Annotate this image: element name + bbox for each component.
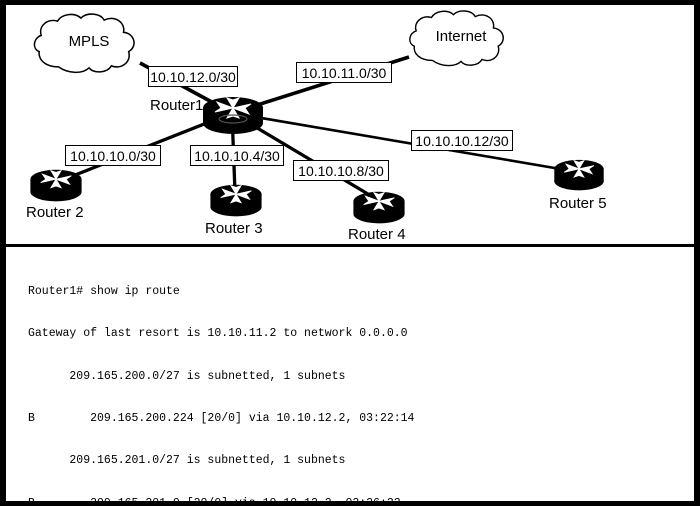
router5-icon[interactable] (551, 158, 607, 193)
cli-line-4: 209.165.201.0/27 is subnetted, 1 subnets (28, 454, 346, 468)
subnet-label-10-10-11-0-30: 10.10.11.0/30 (296, 62, 392, 83)
subnet-label-10-10-10-12-30: 10.10.10.12/30 (411, 130, 513, 151)
link-router1-router5 (231, 111, 579, 174)
cli-routing-table-output: Router1# show ip route Gateway of last r… (6, 247, 694, 501)
router5-label: Router 5 (549, 195, 607, 212)
cli-line-1: Gateway of last resort is 10.10.11.2 to … (28, 327, 408, 341)
cli-line-0: Router1# show ip route (28, 285, 180, 299)
router4-label: Router 4 (348, 226, 406, 243)
frame-border-top (0, 0, 700, 5)
router3-icon[interactable] (207, 183, 265, 219)
subnet-label-10-10-10-8-30: 10.10.10.8/30 (293, 160, 389, 181)
router4-icon[interactable] (350, 190, 408, 226)
mpls-cloud-label: MPLS (68, 33, 110, 50)
section-divider (6, 244, 694, 247)
router1-icon[interactable] (199, 95, 267, 137)
router3-label: Router 3 (205, 220, 263, 237)
frame-border-left (0, 0, 6, 506)
cli-line-3: B 209.165.200.224 [20/0] via 10.10.12.2,… (28, 412, 415, 426)
subnet-label-10-10-10-0-30: 10.10.10.0/30 (65, 145, 161, 166)
frame-border-right (694, 0, 700, 506)
frame-border-bottom (0, 501, 700, 506)
cli-line-5: B 209.165.201.0 [20/0] via 10.10.12.2, 0… (28, 497, 694, 501)
subnet-label-10-10-10-4-30: 10.10.10.4/30 (190, 145, 284, 166)
router2-icon[interactable] (27, 168, 85, 204)
cli-line-2: 209.165.200.0/27 is subnetted, 1 subnets (28, 369, 346, 383)
router2-label: Router 2 (26, 204, 84, 221)
internet-cloud-label: Internet (435, 28, 487, 45)
subnet-label-10-10-12-0-30: 10.10.12.0/30 (148, 66, 238, 87)
router1-label: Router1 (150, 97, 204, 114)
network-topology-diagram: MPLS Internet 10.10.12.0/30 10.10.11.0/3… (0, 0, 700, 244)
